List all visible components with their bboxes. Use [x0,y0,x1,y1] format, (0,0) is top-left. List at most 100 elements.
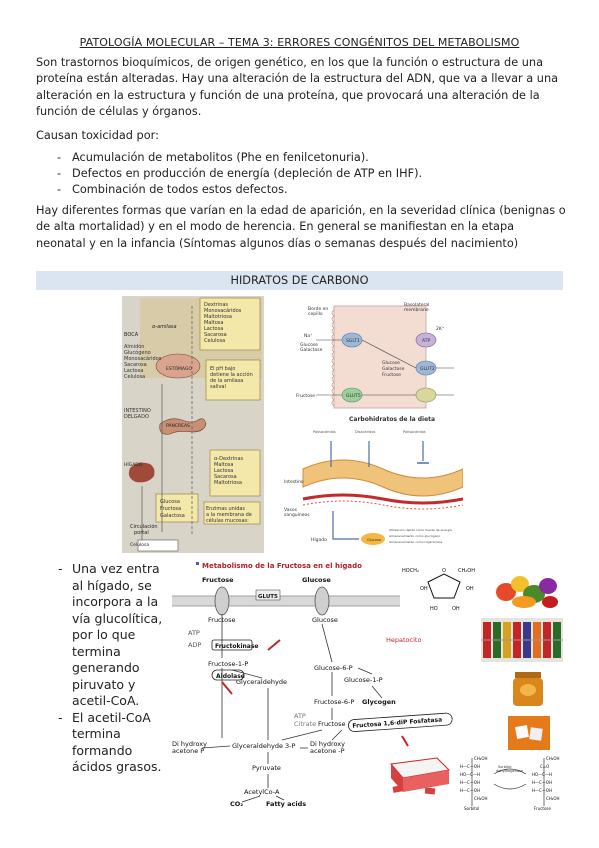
svg-text:Hígado: Hígado [311,536,327,543]
svg-text:Intestino: Intestino [284,479,304,485]
svg-text:Monosacáridos: Monosacáridos [204,307,242,314]
svg-text:células mucosas:: células mucosas: [206,517,249,524]
list-item: -El acetil-CoA termina formando ácidos g… [58,709,162,775]
svg-text:portal: portal [134,530,149,536]
svg-text:Fructose-6-P: Fructose-6-P [314,698,354,706]
svg-text:DELGADO: DELGADO [124,414,149,420]
svg-text:Fructose: Fructose [382,372,401,378]
svg-text:Dextrinas: Dextrinas [204,302,228,308]
toxicity-list: -Acumulación de metabolitos (Phe en feni… [36,150,566,198]
svg-text:salival: salival [210,384,226,390]
cellulose-box [137,539,179,552]
svg-text:cepillo: cepillo [308,311,323,317]
list-item: -Combinación de todos estos defectos. [57,183,288,196]
diet-diagram: Carbohidratos de la dieta Polisacáridos D… [283,411,463,551]
svg-text:Fructosa: Fructosa [160,506,181,512]
svg-text:El pH bajo: El pH bajo [210,366,235,372]
svg-text:Utilización rápida como fuente: Utilización rápida como fuente de energí… [389,528,452,532]
svg-text:H—C—OH: H—C—OH [532,780,552,785]
svg-text:Sacarosa: Sacarosa [124,362,147,368]
svg-text:Fructose-1-P: Fructose-1-P [208,660,248,668]
svg-text:Maltotriosa: Maltotriosa [204,314,232,320]
svg-text:Disacáridos: Disacáridos [355,430,375,434]
svg-text:Glucose: Glucose [302,576,331,584]
svg-text:dehydrogenase: dehydrogenase [496,769,523,773]
page-title: PATOLOGÍA MOLECULAR – TEMA 3: ERRORES CO… [79,36,520,49]
svg-text:Di hydroxy: Di hydroxy [310,740,345,748]
svg-text:GLUT2: GLUT2 [420,366,435,372]
toxicity-lead: Causan toxicidad por: [36,129,159,142]
svg-text:INTESTINO: INTESTINO [124,408,151,414]
svg-text:CH₂OH: CH₂OH [546,796,560,801]
svg-text:α-Dextrinas: α-Dextrinas [214,456,244,462]
section-header: HIDRATOS DE CARBONO [36,271,563,290]
soft-drinks-illustration [481,618,563,662]
svg-text:ATP: ATP [294,712,306,720]
svg-text:H—C—OH: H—C—OH [460,780,480,785]
svg-text:Borde en: Borde en [308,306,328,312]
liver-shape [128,462,155,483]
svg-text:GLUT5: GLUT5 [346,393,361,399]
svg-text:Celulosa: Celulosa [130,542,149,548]
svg-text:membrane: membrane [404,307,429,313]
svg-text:ATP: ATP [422,338,430,344]
svg-text:Glucose-6-P: Glucose-6-P [314,664,353,672]
svg-text:Celulosa: Celulosa [124,374,145,380]
svg-text:Sorbitol: Sorbitol [464,806,479,811]
svg-text:ESTÓMAGO: ESTÓMAGO [166,365,192,372]
fruits-image [492,566,562,614]
ph-box [205,359,261,401]
svg-text:detiene la acción: detiene la acción [210,371,253,378]
svg-text:Circulación: Circulación [130,523,158,530]
svg-text:ADP: ADP [188,641,201,649]
svg-text:Glyceraldehyde 3-P: Glyceraldehyde 3-P [232,742,295,750]
svg-text:Fructose 1,6 diP: Fructose 1,6 diP [318,720,370,728]
svg-text:H—C—OH: H—C—OH [532,788,552,793]
svg-text:Fructokinase: Fructokinase [215,643,259,650]
svg-text:Galactosa: Galactosa [160,513,185,519]
diet-figure: Carbohidratos de la dieta Polisacáridos D… [283,411,463,551]
soft-drinks-image [481,618,563,662]
svg-text:a la membrana de: a la membrana de [206,512,252,518]
svg-text:Vasos: Vasos [284,507,298,513]
svg-text:Fructose: Fructose [296,393,315,399]
glucose-node [361,533,385,545]
enterocyte-shape [333,305,427,409]
alpha-dextrin-box [209,449,261,497]
liver-points-list: -Una vez entra al hígado, se incorpora a… [58,561,170,776]
forms-paragraph: Hay diferentes formas que varían en la e… [36,204,566,250]
intro-paragraph: Son trastornos bioquímicos, de origen ge… [36,56,559,118]
svg-text:Aldolase: Aldolase [216,673,245,680]
svg-text:Pyruvate: Pyruvate [252,764,281,772]
svg-text:Carbohidratos de la dieta: Carbohidratos de la dieta [349,416,435,423]
glucose-box [155,493,199,523]
svg-text:Celulosa: Celulosa [204,338,225,344]
svg-text:Lactosa: Lactosa [124,368,143,374]
svg-text:Monosacáridos: Monosacáridos [124,355,162,362]
svg-text:Glycogen: Glycogen [362,698,396,706]
svg-text:AcetylCo-A: AcetylCo-A [244,788,280,796]
svg-text:de la amilasa: de la amilasa [210,378,243,384]
svg-text:Maltotriosa: Maltotriosa [214,480,242,486]
svg-text:Hepatocito: Hepatocito [386,636,421,644]
svg-text:Fructose: Fructose [534,806,551,811]
svg-text:Na⁺: Na⁺ [304,333,313,339]
svg-text:Polisacáridos: Polisacáridos [313,430,336,434]
svg-text:acetone P: acetone P [172,747,204,755]
list-item: -Una vez entra al hígado, se incorpora a… [58,561,163,708]
svg-text:OH: OH [420,586,428,592]
svg-text:OH: OH [452,606,460,612]
honey-image [505,666,555,710]
boca-label: BOCA [124,332,139,338]
svg-text:CH₂OH: CH₂OH [474,756,488,761]
svg-text:OH: OH [466,586,474,592]
svg-text:acetone -P: acetone -P [310,747,345,755]
svg-text:Almacenamiento como glucógeno: Almacenamiento como glucógeno [389,534,440,538]
atp-pump-shape [415,332,437,348]
list-item: -Acumulación de metabolitos (Phe en feni… [57,151,369,164]
sugar-image [508,716,550,750]
svg-text:SGLT1: SGLT1 [346,338,360,344]
